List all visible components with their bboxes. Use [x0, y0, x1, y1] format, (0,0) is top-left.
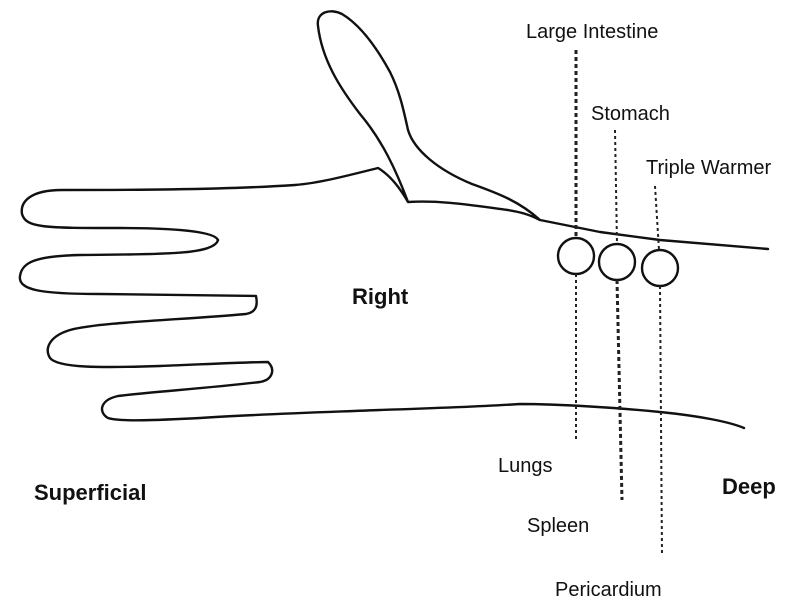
hand-outline-upper: [22, 11, 768, 249]
label-superficial: Superficial: [34, 480, 146, 505]
hand-outline-fingers: [20, 240, 744, 428]
label-large-intestine: Large Intestine: [526, 21, 658, 43]
label-right: Right: [352, 284, 409, 309]
label-lungs: Lungs: [498, 455, 553, 477]
meridian-line-spleen: [617, 280, 622, 500]
label-deep: Deep: [722, 474, 776, 499]
pulse-position-3: [642, 250, 678, 286]
label-stomach: Stomach: [591, 103, 670, 125]
pulse-position-1: [558, 238, 594, 274]
label-spleen: Spleen: [527, 515, 589, 537]
label-pericardium: Pericardium: [555, 579, 662, 601]
meridian-line-pericardium: [660, 286, 662, 556]
label-triple-warmer: Triple Warmer: [646, 157, 772, 179]
pulse-position-2: [599, 244, 635, 280]
meridian-line-stomach: [615, 130, 617, 244]
